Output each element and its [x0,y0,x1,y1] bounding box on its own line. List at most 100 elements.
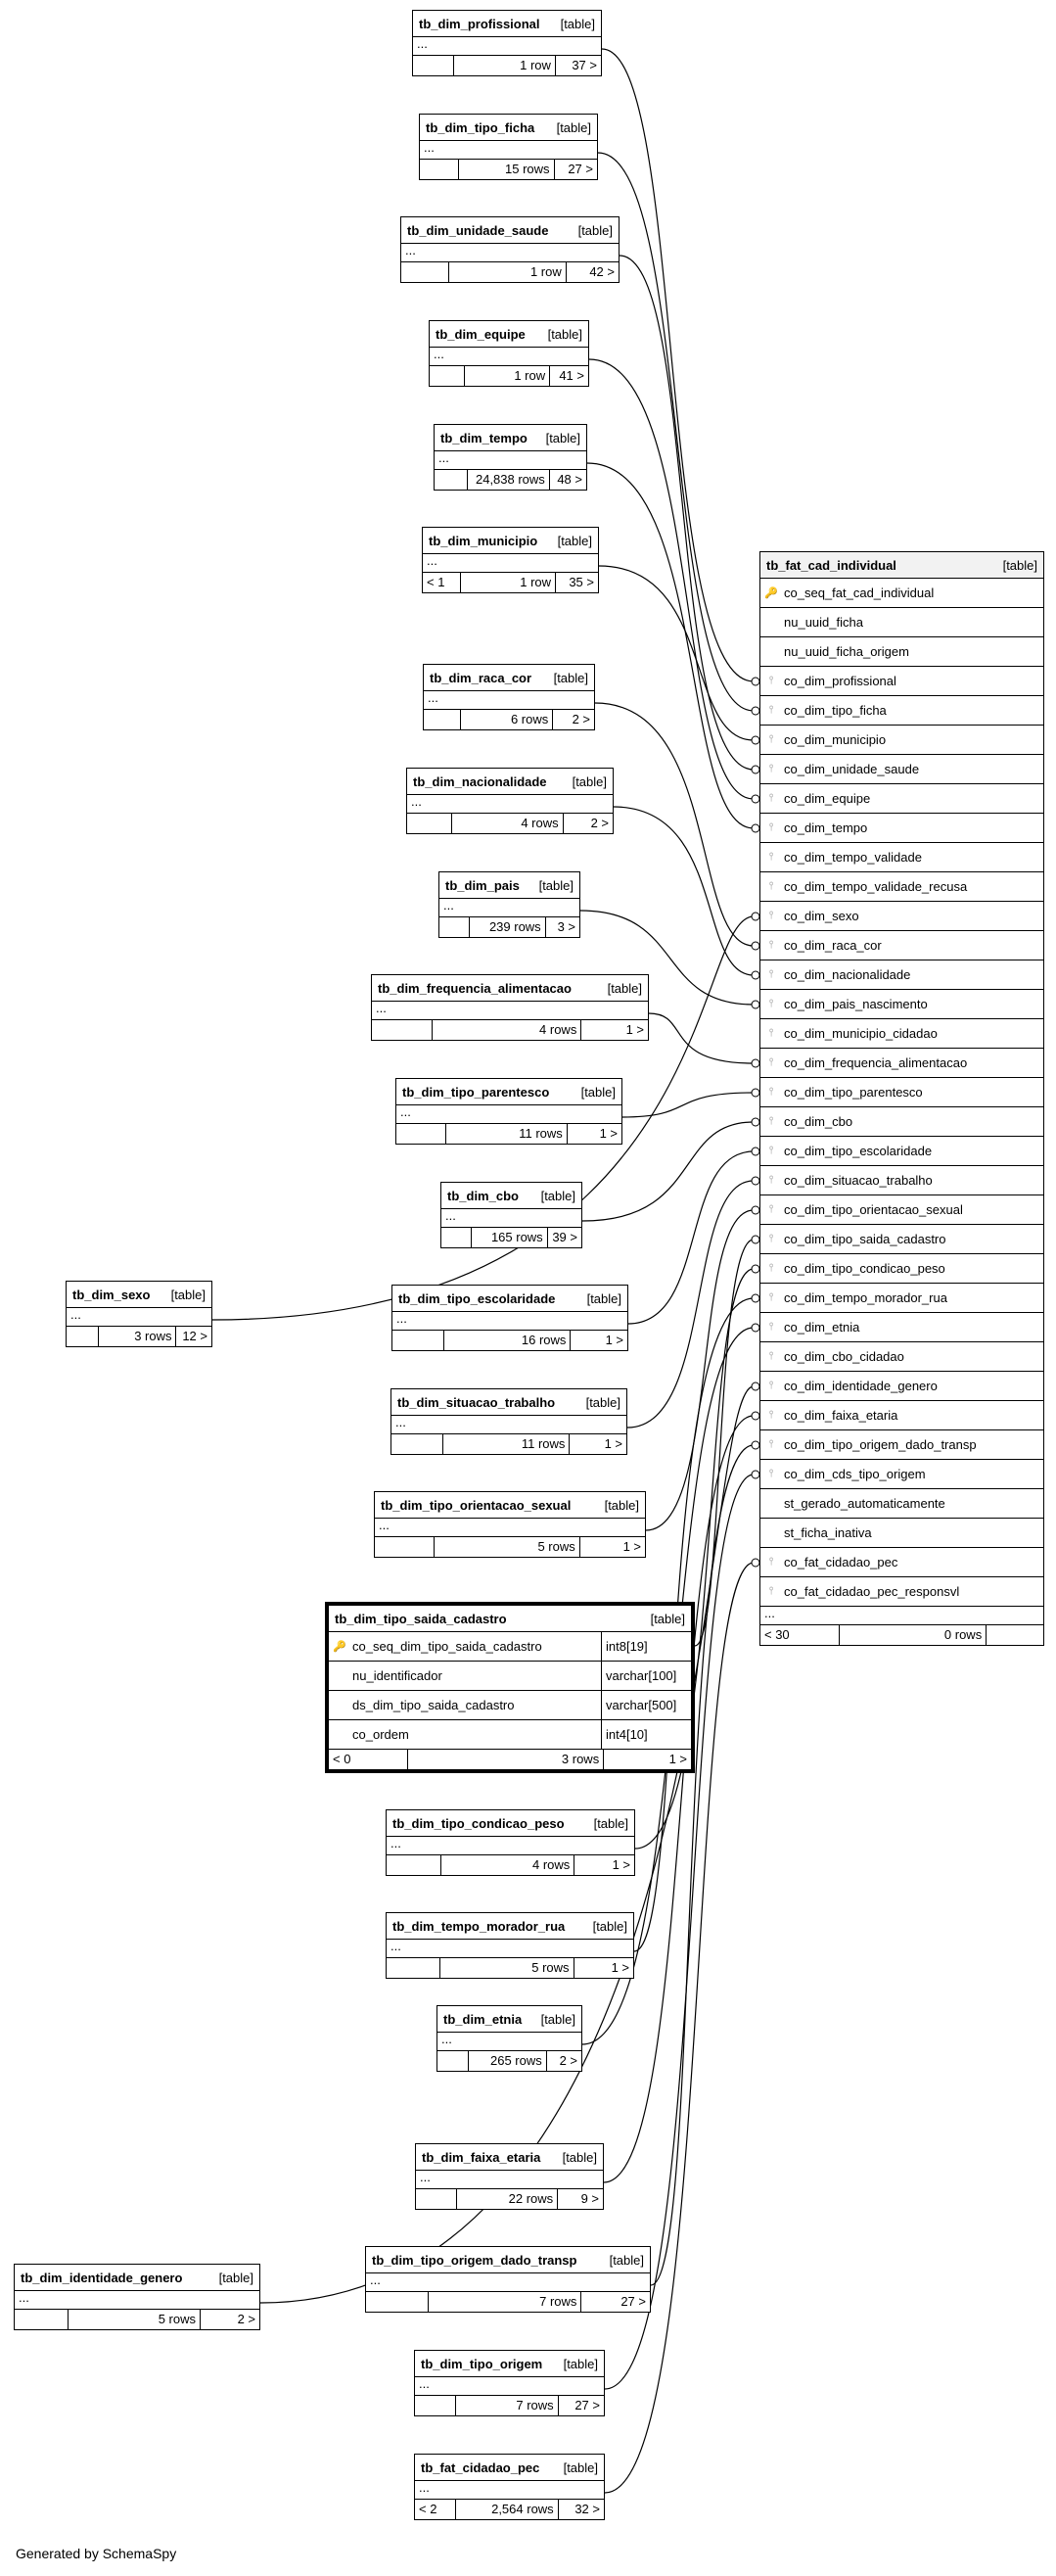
column-row[interactable]: st_gerado_automaticamente [760,1489,1043,1519]
column-row[interactable]: ⫯co_dim_tempo_morador_rua [760,1284,1043,1313]
column-row[interactable]: st_ficha_inativa [760,1519,1043,1548]
table-header[interactable]: tb_dim_sexo[table] [67,1282,211,1308]
table-header[interactable]: tb_dim_situacao_trabalho[table] [391,1389,626,1416]
table-header[interactable]: tb_dim_tipo_condicao_peso[table] [387,1810,634,1837]
parents-count[interactable] [430,366,465,386]
table-header[interactable]: tb_dim_identidade_genero[table] [15,2265,259,2291]
table-header[interactable]: tb_dim_tipo_origem[table] [415,2351,604,2377]
table-name[interactable]: tb_dim_tipo_origem [421,2356,543,2371]
column-row[interactable]: ⫯co_dim_tipo_origem_dado_transp [760,1430,1043,1460]
selected-table[interactable]: tb_dim_tipo_saida_cadastro [table] 🔑co_s… [325,1602,695,1773]
table-name[interactable]: tb_dim_pais [445,877,520,893]
parents-count[interactable] [387,1855,441,1875]
children-count[interactable]: 27 > [568,162,593,176]
parents-count[interactable] [366,2292,429,2312]
children-count[interactable]: 41 > [559,368,584,383]
parents-count[interactable] [387,1958,441,1978]
column-row[interactable]: ⫯co_dim_tempo_validade [760,843,1043,872]
parents-count[interactable] [413,56,455,75]
children-count[interactable]: 27 > [620,2294,646,2309]
column-row[interactable]: ⫯co_dim_tipo_parentesco [760,1078,1043,1107]
table-name[interactable]: tb_dim_raca_cor [430,670,532,685]
table-name[interactable]: tb_dim_cbo [447,1188,519,1203]
children-count[interactable]: 1 > [668,1752,687,1766]
children-count[interactable]: 39 > [552,1230,577,1244]
column-row[interactable]: ⫯co_dim_tempo_validade_recusa [760,872,1043,902]
children-count[interactable]: 1 > [599,1126,618,1141]
column-row[interactable]: ⫯co_dim_frequencia_alimentacao [760,1049,1043,1078]
parents-count[interactable] [424,710,462,729]
parents-count[interactable]: < 30 [760,1625,840,1645]
table-header[interactable]: tb_dim_unidade_saude[table] [401,217,619,244]
table-box[interactable]: tb_dim_tipo_escolaridade[table]...16 row… [391,1285,628,1351]
table-name[interactable]: tb_dim_tipo_escolaridade [398,1290,556,1306]
column-row[interactable]: ⫯co_dim_tipo_escolaridade [760,1137,1043,1166]
table-header[interactable]: tb_fat_cad_individual [table] [760,552,1043,579]
column-row[interactable]: ⫯co_dim_tipo_saida_cadastro [760,1225,1043,1254]
parents-count[interactable] [420,160,459,179]
column-row[interactable]: ⫯co_dim_identidade_genero [760,1372,1043,1401]
column-row[interactable]: ⫯co_dim_profissional [760,667,1043,696]
table-name[interactable]: tb_dim_equipe [436,326,526,342]
column-row[interactable]: ⫯co_dim_faixa_etaria [760,1401,1043,1430]
table-header[interactable]: tb_dim_etnia[table] [437,2006,581,2033]
table-header[interactable]: tb_dim_municipio[table] [423,528,598,554]
children-count[interactable] [987,1625,1043,1645]
children-count[interactable]: 9 > [580,2191,599,2206]
parents-count[interactable] [67,1327,99,1346]
children-count[interactable]: 2 > [237,2312,255,2326]
table-header[interactable]: tb_fat_cidadao_pec[table] [415,2455,604,2481]
table-name[interactable]: tb_dim_nacionalidade [413,773,547,789]
table-name[interactable]: tb_dim_identidade_genero [21,2270,183,2285]
column-row[interactable]: ⫯co_dim_tipo_condicao_peso [760,1254,1043,1284]
table-header[interactable]: tb_dim_frequencia_alimentacao[table] [372,975,648,1002]
table-header[interactable]: tb_dim_equipe[table] [430,321,588,348]
table-header[interactable]: tb_dim_tipo_origem_dado_transp[table] [366,2247,650,2273]
parents-count[interactable] [401,262,449,282]
table-header[interactable]: tb_dim_pais[table] [439,872,579,899]
column-row[interactable]: nu_uuid_ficha_origem [760,637,1043,667]
parents-count[interactable] [372,1020,434,1040]
column-row[interactable]: ⫯co_dim_equipe [760,784,1043,814]
parents-count[interactable]: < 2 [415,2500,457,2519]
children-count[interactable]: 1 > [612,1857,630,1872]
table-name[interactable]: tb_dim_sexo [72,1287,151,1302]
children-count[interactable]: 1 > [611,1960,629,1975]
column-row[interactable]: 🔑co_seq_fat_cad_individual [760,579,1043,608]
parents-count[interactable] [415,2396,457,2415]
table-name[interactable]: tb_fat_cad_individual [766,557,896,573]
table-name[interactable]: tb_dim_faixa_etaria [422,2149,541,2165]
table-header[interactable]: tb_dim_tipo_saida_cadastro [table] [329,1606,691,1632]
table-header[interactable]: tb_dim_faixa_etaria[table] [416,2144,603,2171]
children-count[interactable]: 1 > [605,1333,623,1347]
column-row[interactable]: ⫯co_dim_pais_nascimento [760,990,1043,1019]
children-count[interactable]: 2 > [590,816,609,830]
children-count[interactable]: 27 > [574,2398,600,2412]
table-header[interactable]: tb_dim_tipo_ficha[table] [420,115,597,141]
column-row[interactable]: ⫯co_dim_cbo [760,1107,1043,1137]
column-row[interactable]: ⫯co_dim_municipio [760,726,1043,755]
children-count[interactable]: 37 > [572,58,597,72]
table-name[interactable]: tb_dim_tipo_origem_dado_transp [372,2252,577,2268]
table-header[interactable]: tb_dim_profissional[table] [413,11,601,37]
parents-count[interactable] [396,1124,446,1144]
column-row[interactable]: ⫯co_dim_tipo_orientacao_sexual [760,1195,1043,1225]
column-row[interactable]: nu_uuid_ficha [760,608,1043,637]
table-name[interactable]: tb_dim_tipo_orientacao_sexual [381,1497,572,1513]
column-row[interactable]: ⫯co_dim_tempo [760,814,1043,843]
children-count[interactable]: 48 > [557,472,582,487]
parents-count[interactable] [375,1537,435,1557]
table-box[interactable]: tb_dim_frequencia_alimentacao[table]...4… [371,974,649,1041]
